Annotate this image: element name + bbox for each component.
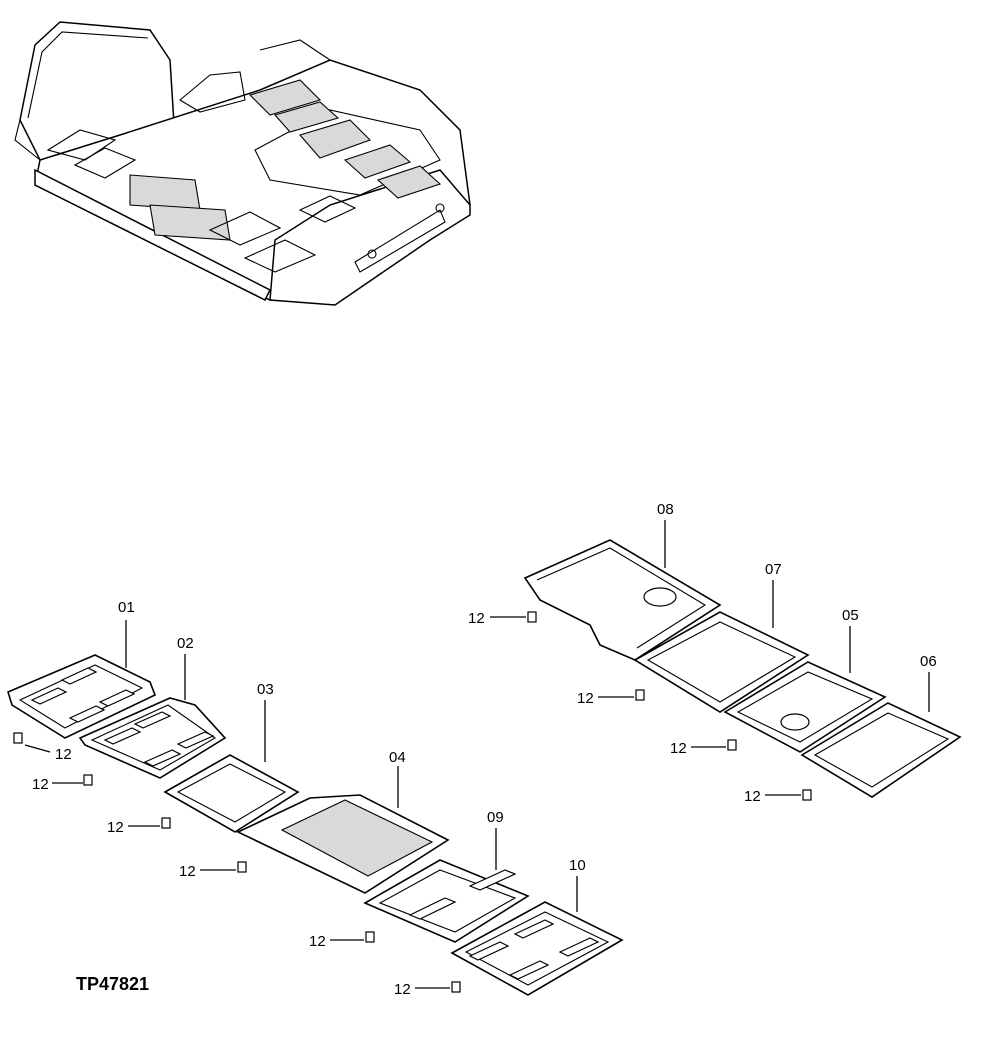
floor-plate-03 <box>163 754 300 833</box>
leader-lines <box>24 520 930 989</box>
callout-09: 09 <box>487 809 504 826</box>
floor-plate-02 <box>78 697 227 779</box>
callout-bolt-12: 12 <box>670 740 687 757</box>
callout-bolt-12: 12 <box>32 776 49 793</box>
callout-10: 10 <box>569 857 586 874</box>
callout-07: 07 <box>765 561 782 578</box>
callout-bolt-12: 12 <box>55 746 72 763</box>
floor-plate-08 <box>523 539 722 661</box>
figure-reference-code: TP47821 <box>76 974 150 994</box>
floor-plate-01 <box>7 654 157 739</box>
callout-02: 02 <box>177 635 194 652</box>
callout-labels: 01 02 03 04 09 10 08 07 05 06 12 12 12 1… <box>32 501 937 998</box>
callout-bolt-12: 12 <box>577 690 594 707</box>
floor-plate-05 <box>723 661 887 753</box>
floor-plate-09 <box>363 859 530 943</box>
callout-bolt-12: 12 <box>309 933 326 950</box>
callout-04: 04 <box>389 749 406 766</box>
callout-03: 03 <box>257 681 274 698</box>
callout-bolt-12: 12 <box>394 981 411 998</box>
callout-bolt-12: 12 <box>468 610 485 627</box>
bolt-symbols <box>13 611 812 993</box>
machine-overview-illustration <box>14 21 471 306</box>
callout-bolt-12: 12 <box>179 863 196 880</box>
callout-08: 08 <box>657 501 674 518</box>
callout-05: 05 <box>842 607 859 624</box>
floor-plate-04 <box>236 794 450 894</box>
callout-bolt-12: 12 <box>107 819 124 836</box>
callout-06: 06 <box>920 653 937 670</box>
callout-bolt-12: 12 <box>744 788 761 805</box>
floor-plate-06 <box>800 702 962 798</box>
floor-plate-10 <box>450 901 624 996</box>
floor-plate-07 <box>633 611 810 713</box>
callout-01: 01 <box>118 599 135 616</box>
